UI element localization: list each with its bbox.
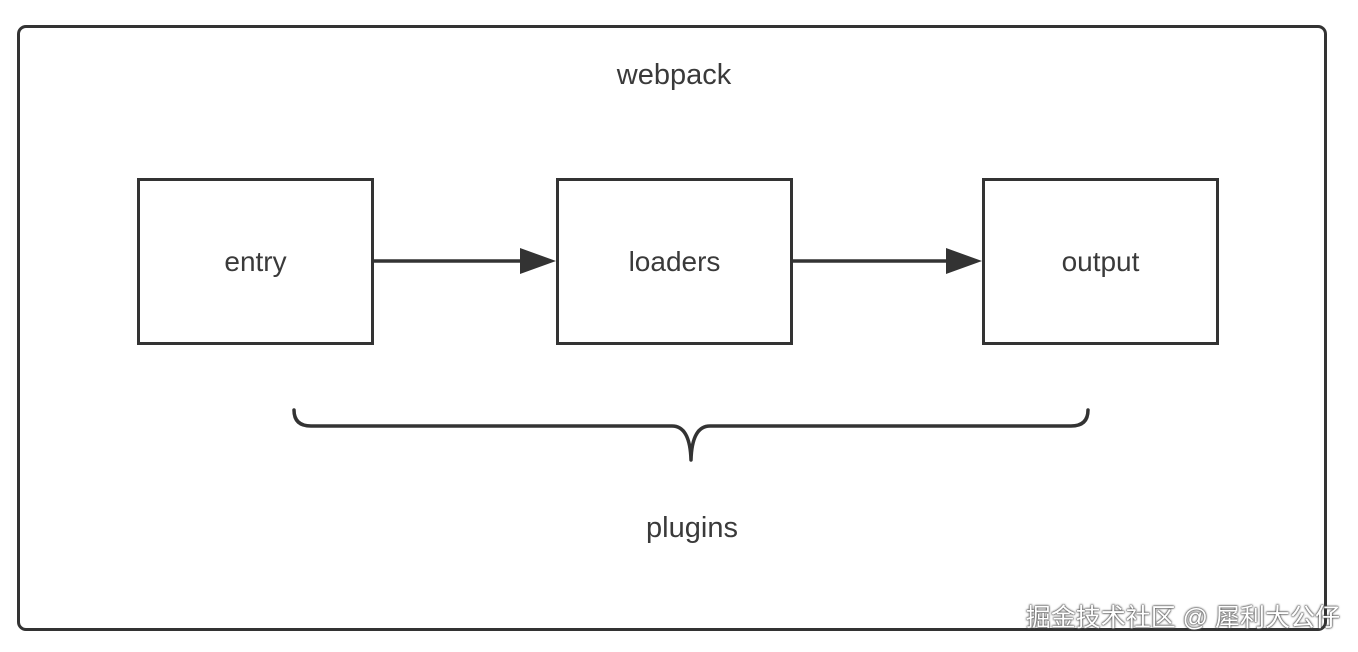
webpack-container-frame <box>17 25 1327 631</box>
node-loaders: loaders <box>556 178 793 345</box>
node-entry: entry <box>137 178 374 345</box>
node-entry-label: entry <box>224 245 287 277</box>
plugins-label: plugins <box>646 512 738 544</box>
diagram-title: webpack <box>616 59 732 91</box>
node-output: output <box>982 178 1219 345</box>
node-output-label: output <box>1061 245 1140 277</box>
node-loaders-label: loaders <box>628 245 721 277</box>
watermark-text: 掘金技术社区 @ 犀利大公仔 <box>1025 604 1340 632</box>
